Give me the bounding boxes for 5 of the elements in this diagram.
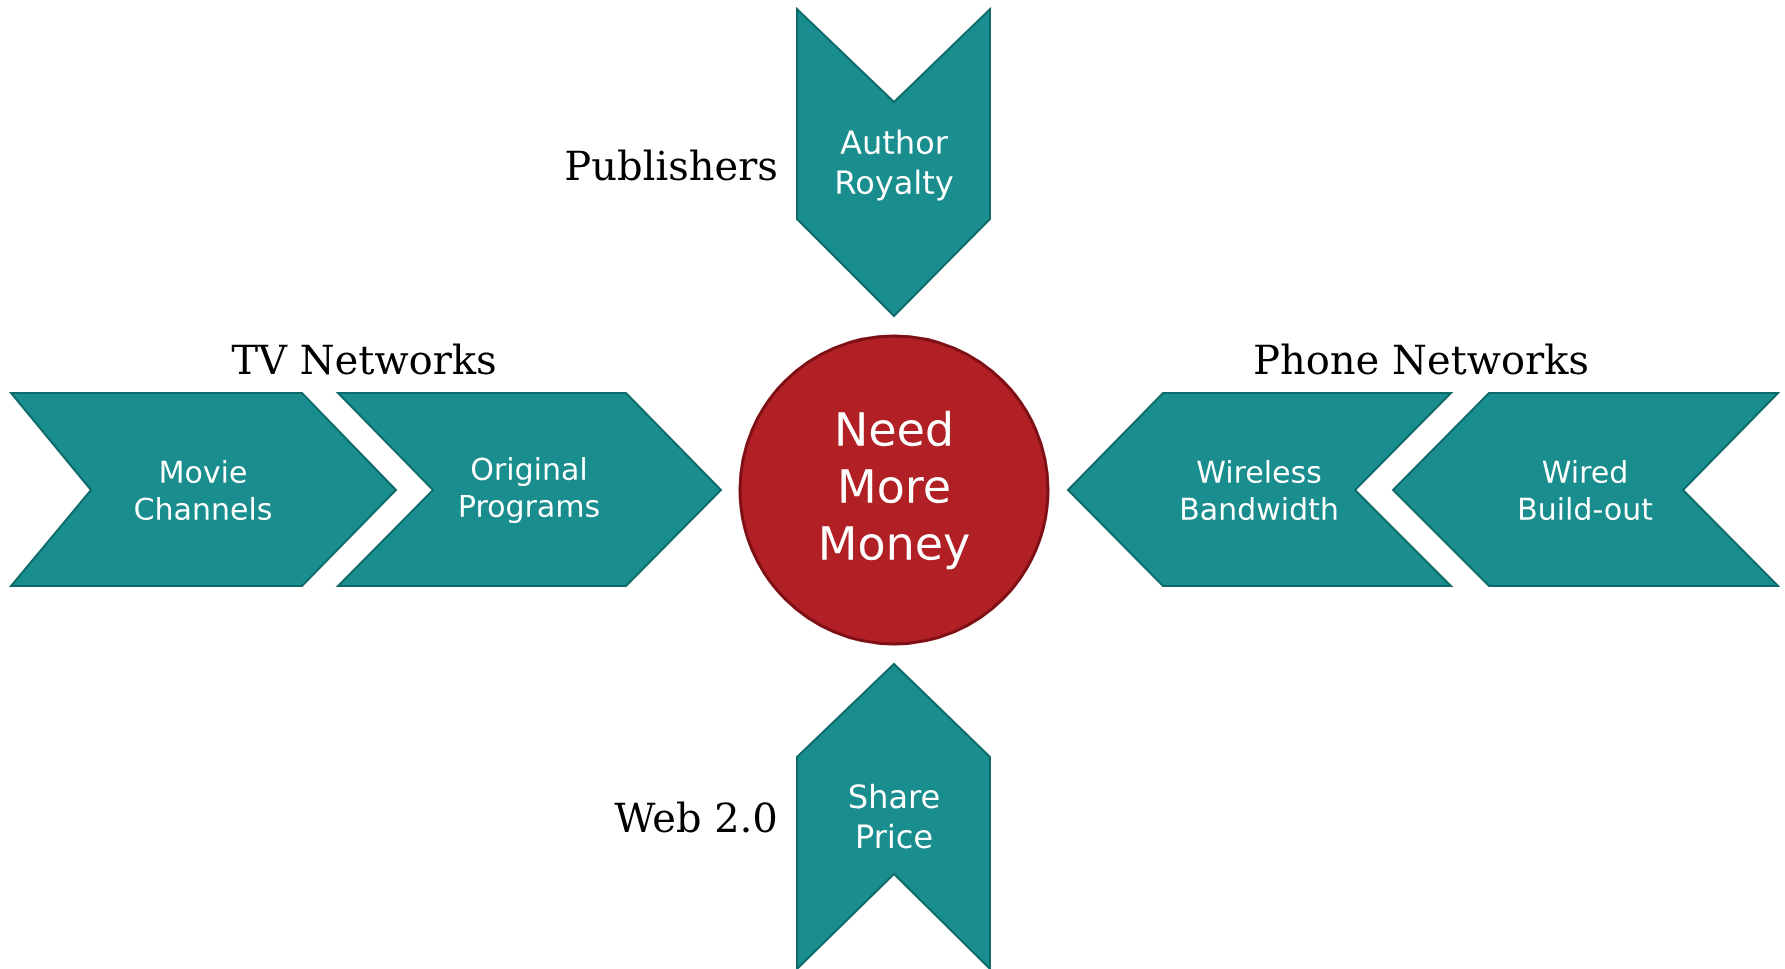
group-label: Publishers <box>566 149 776 181</box>
group-label: TV Networks <box>231 343 495 375</box>
group-label: Phone Networks <box>1255 343 1587 375</box>
node-label: Wired Build-out <box>1520 459 1653 521</box>
group-label: Web 2.0 <box>614 801 776 833</box>
